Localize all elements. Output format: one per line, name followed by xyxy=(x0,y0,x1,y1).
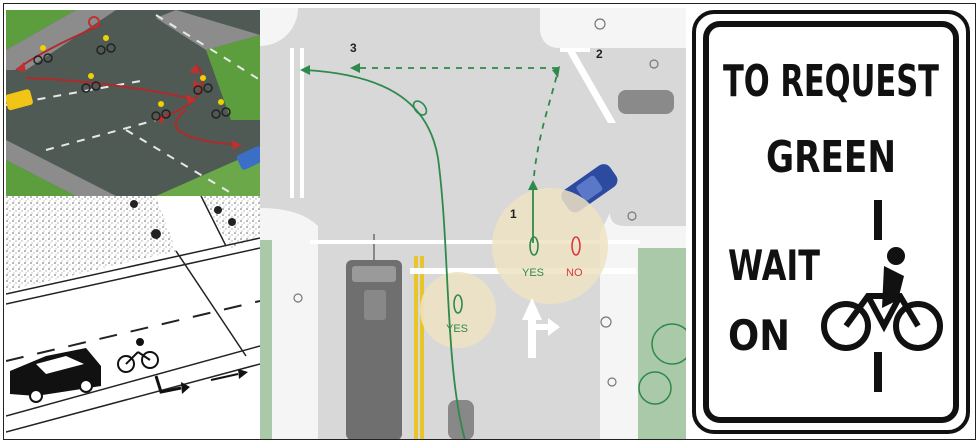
sign-line-2: GREEN xyxy=(766,132,896,183)
bus-icon xyxy=(346,234,402,440)
intersection-plan-diagram: 3 2 1 YES NO YES xyxy=(260,8,686,440)
sign-line-4: ON xyxy=(728,311,790,360)
indicator-yes: YES xyxy=(522,267,544,279)
step-label-2: 2 xyxy=(596,47,603,61)
step-label-1: 1 xyxy=(510,207,517,221)
indicator-yes-lower: YES xyxy=(446,323,468,335)
car-icon xyxy=(618,90,674,114)
sign-line-3: WAIT xyxy=(728,241,820,290)
sign-line-1: TO REQUEST xyxy=(723,56,939,107)
intersection-3d-illustration xyxy=(6,10,260,196)
step-label-3: 3 xyxy=(350,41,357,55)
bicycle-detector-sign: TO REQUEST GREEN WAIT ON xyxy=(686,4,976,440)
street-line-drawing xyxy=(6,196,260,440)
indicator-no: NO xyxy=(566,267,583,279)
